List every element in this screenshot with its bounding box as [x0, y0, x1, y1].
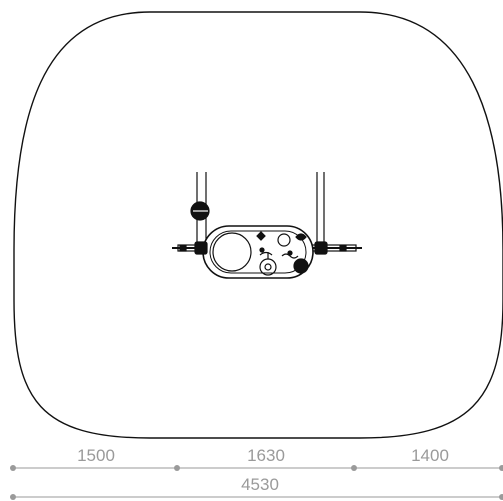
- dimension-point: [174, 465, 180, 471]
- dimension-point: [10, 494, 16, 500]
- dimension-point: [499, 465, 503, 471]
- dark-knob: [293, 258, 309, 274]
- small-porthole: [277, 233, 291, 247]
- dimension-point: [10, 465, 16, 471]
- dimension-label-2: 1630: [247, 446, 285, 465]
- dimension-label-1: 1500: [77, 446, 115, 465]
- decoration: [295, 233, 307, 241]
- safety-zone-outline: [13, 11, 503, 439]
- large-porthole: [212, 232, 252, 272]
- seat-inner: [209, 230, 307, 274]
- dimension-points: [10, 465, 503, 500]
- dimension-point: [351, 465, 357, 471]
- dimension-point: [499, 494, 503, 500]
- dimension-label-total: 4530: [241, 475, 279, 494]
- decoration: [256, 231, 266, 241]
- dimension-lines: [13, 467, 503, 498]
- dimension-label-3: 1400: [411, 446, 449, 465]
- play-equipment: [172, 172, 362, 279]
